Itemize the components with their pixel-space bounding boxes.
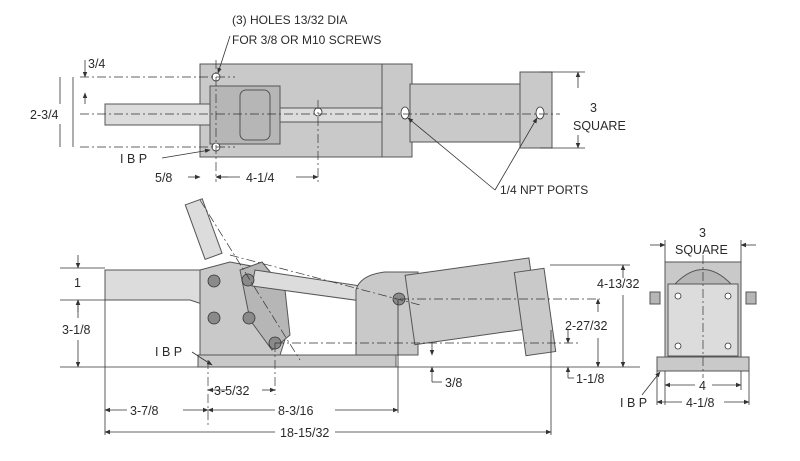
side-base-plate xyxy=(197,354,397,368)
dim-2-3-4: 2-3/4 xyxy=(30,108,59,122)
side-pivot-3 xyxy=(207,311,221,325)
dim-3-4: 3/4 xyxy=(88,57,105,71)
dim-4-1-4: 4-1/4 xyxy=(246,171,275,185)
dim-3-5-32: 3-5/32 xyxy=(214,384,249,398)
side-pivot-4 xyxy=(242,311,256,325)
top-cylinder-cap xyxy=(519,71,553,149)
end-dim-3: 3 xyxy=(699,226,706,240)
top-cylinder-body xyxy=(409,83,531,143)
side-handle xyxy=(184,198,223,261)
top-link-block xyxy=(239,89,271,141)
top-port-1 xyxy=(400,106,410,120)
side-jaw-arm xyxy=(104,269,210,306)
dim-3-8: 3/8 xyxy=(445,376,462,390)
top-port-2 xyxy=(535,106,545,120)
ports-note: 1/4 NPT PORTS xyxy=(500,183,588,197)
top-dim-3: 3 xyxy=(590,101,597,115)
dim-4-13-32: 4-13/32 xyxy=(597,277,639,291)
top-handle-bar xyxy=(104,103,216,126)
end-dim-4-1-8: 4-1/8 xyxy=(686,396,715,410)
side-ibp-label: I B P xyxy=(155,345,182,359)
dim-8-3-16: 8-3/16 xyxy=(278,404,313,418)
dim-5-8: 5/8 xyxy=(155,171,172,185)
holes-note-line2: FOR 3/8 OR M10 SCREWS xyxy=(232,33,381,47)
dim-3-1-8: 3-1/8 xyxy=(62,323,91,337)
top-square-label: SQUARE xyxy=(573,119,626,133)
side-pivot-2 xyxy=(241,273,255,287)
holes-note-line1: (3) HOLES 13/32 DIA xyxy=(232,13,347,27)
top-view: (3) HOLES 13/32 DIA FOR 3/8 OR M10 SCREW… xyxy=(30,13,626,197)
top-ibp-label: I B P xyxy=(120,152,147,166)
end-dim-4: 4 xyxy=(699,379,706,393)
dim-2-27-32: 2-27/32 xyxy=(565,319,607,333)
end-ibp-label: I B P xyxy=(620,396,647,410)
dim-1: 1 xyxy=(74,276,81,290)
end-square-label: SQUARE xyxy=(675,243,728,257)
side-cylinder-cap xyxy=(513,267,557,357)
top-plunger-rod xyxy=(269,107,386,123)
side-pivot-1 xyxy=(207,274,221,288)
end-side-bolt-right xyxy=(745,291,757,305)
dim-3-7-8: 3-7/8 xyxy=(130,404,159,418)
dim-18-15-32: 18-15/32 xyxy=(280,426,329,440)
end-view: 3 SQUARE 4 4-1/8 I B P xyxy=(620,226,757,410)
dim-1-1-8: 1-1/8 xyxy=(576,372,605,386)
side-view: 1 3-1/8 I B P 3-5/32 3-7/8 8-3/16 18-15/… xyxy=(60,198,640,440)
end-side-bolt-left xyxy=(649,291,661,305)
